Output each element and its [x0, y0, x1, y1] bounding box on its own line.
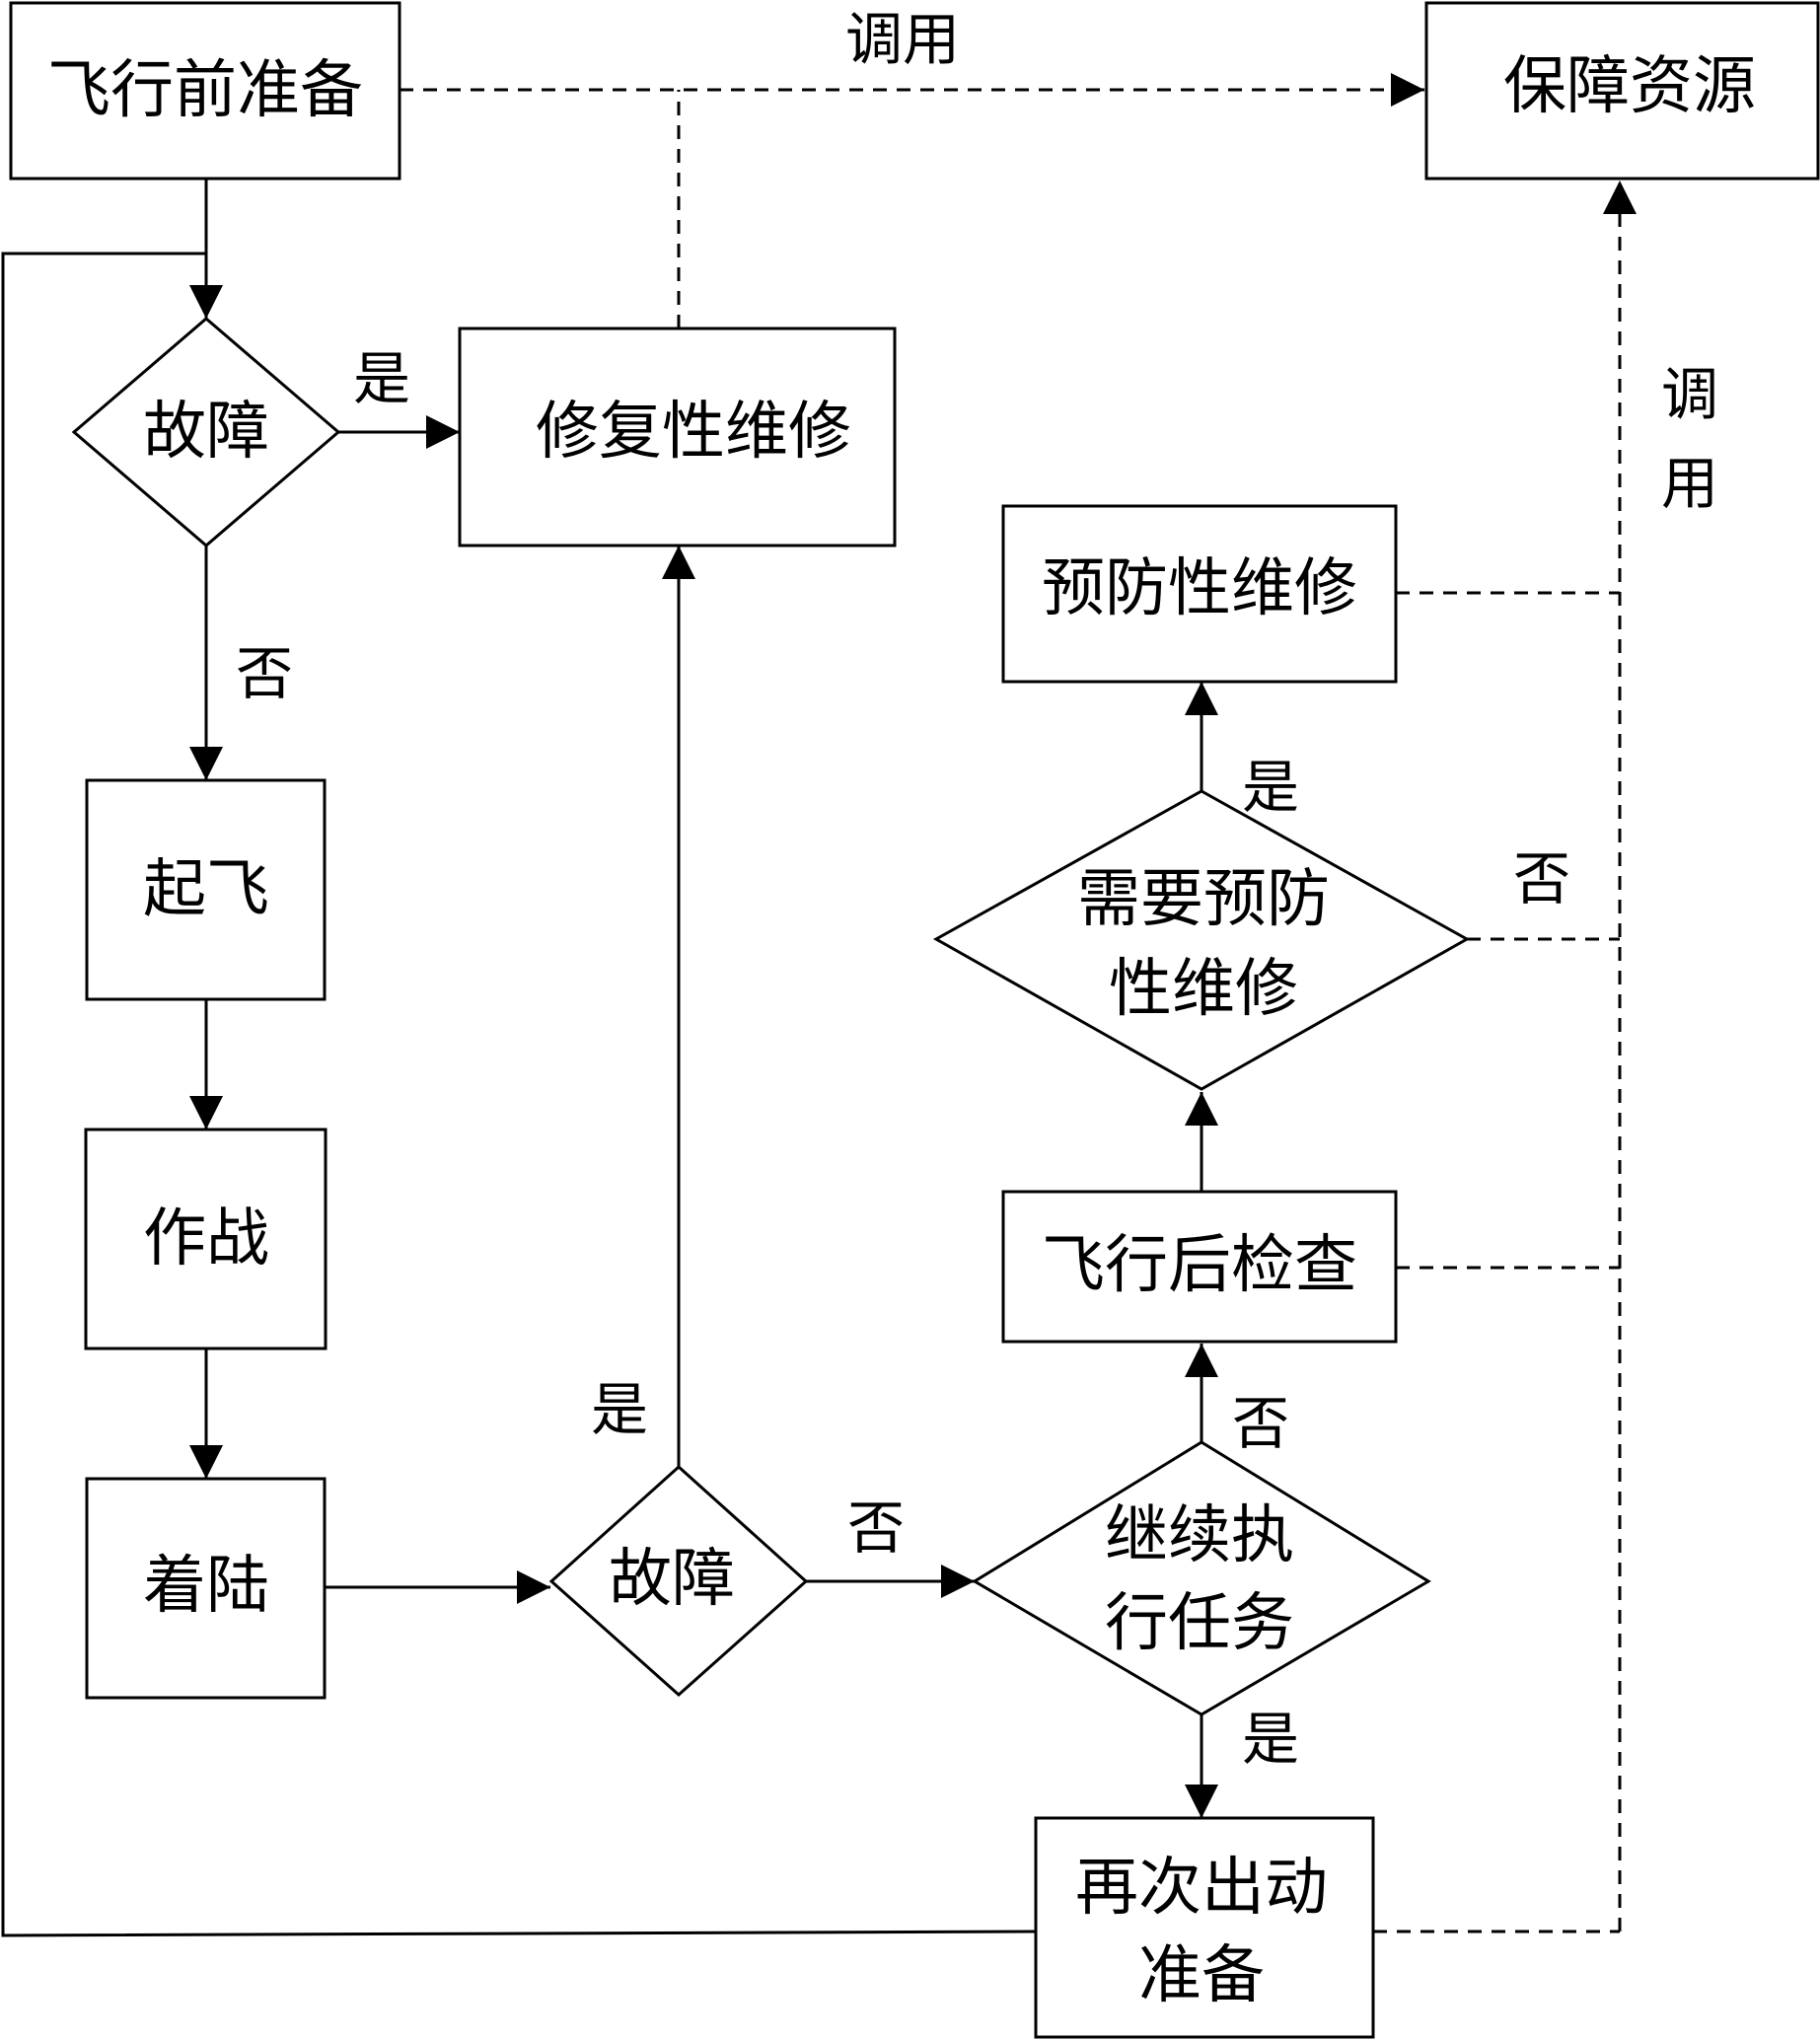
label-need-no: 否 — [1513, 845, 1570, 912]
label-invoke-top: 调用 — [845, 6, 960, 73]
node-landing-label: 着陆 — [143, 1550, 269, 1623]
node-fault-check-2-label: 故障 — [609, 1543, 735, 1616]
node-resortie-prep[interactable]: 再次出动 准备 — [1034, 1816, 1375, 2039]
node-preflight-label: 飞行前准备 — [47, 54, 363, 127]
node-resources-label: 保障资源 — [1503, 50, 1756, 123]
node-continue-mission-label-line2: 行任务 — [1105, 1587, 1294, 1660]
node-continue-mission-label-line1: 继续执 — [1105, 1499, 1294, 1572]
label-continue-no: 否 — [1232, 1390, 1289, 1457]
node-need-preventive-label-line1: 需要预防 — [1077, 863, 1330, 936]
node-preventive-maintenance-label: 预防性维修 — [1042, 552, 1357, 625]
label-fault2-no: 否 — [847, 1494, 905, 1562]
node-resortie-prep-label-line2: 准备 — [1138, 1939, 1265, 2012]
node-postflight-check[interactable]: 飞行后检查 — [1001, 1190, 1398, 1344]
dashed-connectors — [400, 73, 1637, 1933]
node-resources[interactable]: 保障资源 — [1424, 1, 1820, 181]
node-resortie-prep-label-line1: 再次出动 — [1075, 1852, 1328, 1925]
label-continue-yes: 是 — [1242, 1706, 1299, 1773]
node-landing[interactable]: 着陆 — [85, 1477, 327, 1700]
node-combat[interactable]: 作战 — [84, 1128, 328, 1350]
node-need-preventive[interactable]: 需要预防 性维修 — [932, 789, 1471, 1091]
node-fault-check-1-label: 故障 — [143, 396, 269, 469]
label-need-yes: 是 — [1242, 754, 1299, 821]
node-takeoff[interactable]: 起飞 — [85, 778, 327, 1001]
node-preflight[interactable]: 飞行前准备 — [9, 1, 401, 181]
node-corrective-maintenance[interactable]: 修复性维修 — [458, 327, 897, 547]
solid-connectors — [1, 179, 1218, 1937]
label-fault2-yes: 是 — [591, 1376, 648, 1443]
edge-labels: 调用 调 用 是 否 是 否 是 否 是 否 — [236, 6, 1718, 1773]
node-preventive-maintenance[interactable]: 预防性维修 — [1001, 504, 1398, 684]
edge-resortie-loop-back — [1, 252, 1037, 1937]
node-takeoff-label: 起飞 — [143, 853, 269, 926]
node-need-preventive-label-line2: 性维修 — [1109, 953, 1298, 1026]
label-invoke-right-line2: 用 — [1661, 450, 1718, 517]
label-fault1-no: 否 — [236, 640, 293, 707]
node-postflight-check-label: 飞行后检查 — [1042, 1229, 1357, 1302]
node-corrective-maintenance-label: 修复性维修 — [536, 396, 851, 469]
node-combat-label: 作战 — [143, 1203, 269, 1276]
node-fault-check-2[interactable]: 故障 — [548, 1464, 809, 1698]
node-continue-mission[interactable]: 继续执 行任务 — [972, 1440, 1431, 1716]
node-fault-check-1[interactable]: 故障 — [71, 317, 341, 547]
label-fault1-yes: 是 — [353, 345, 410, 412]
label-invoke-right-line1: 调 — [1661, 361, 1718, 428]
